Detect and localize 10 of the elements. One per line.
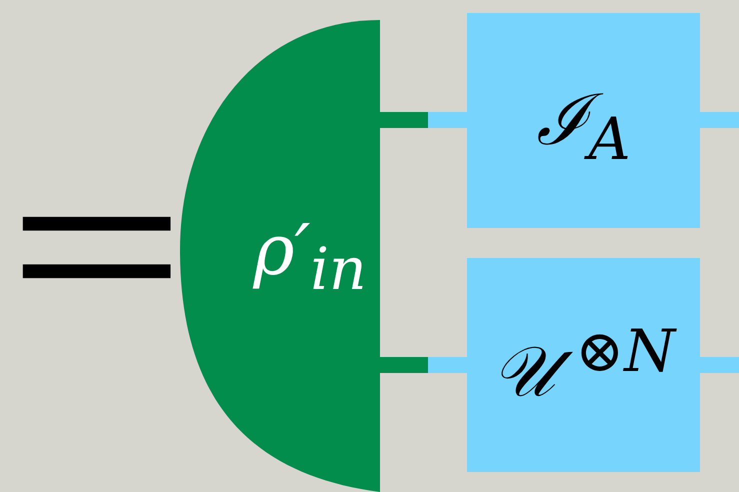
- wire: [380, 357, 467, 373]
- unitary-box: [467, 258, 700, 472]
- math-symbol: ρ′$_{in}$: [253, 209, 367, 303]
- math-symbol: 𝒰$^{⊗N}$: [492, 316, 676, 414]
- wire: [380, 112, 467, 128]
- equals-sign: =: [8, 150, 186, 340]
- math-symbol: ℐ$_{A}$: [536, 78, 631, 172]
- wire: [700, 112, 739, 128]
- channel-box: [467, 13, 700, 228]
- wire: [700, 357, 739, 373]
